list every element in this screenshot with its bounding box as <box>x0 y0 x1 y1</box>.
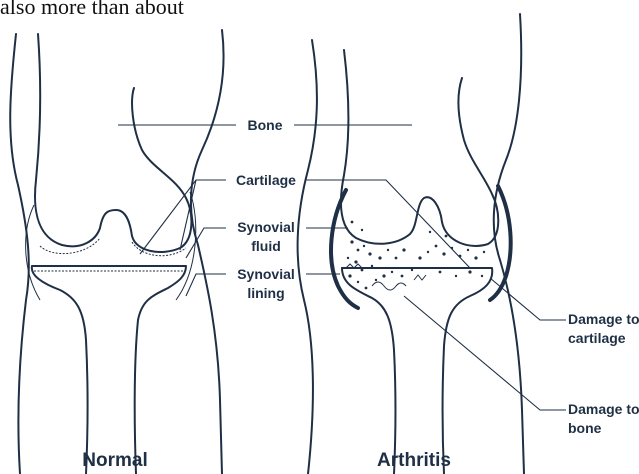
arthritis-synovial-lining-right <box>490 186 511 300</box>
arthritis-synovial-lining-left <box>331 190 358 308</box>
arthritis-femur <box>341 50 498 246</box>
label-synovial-lining-1: Synovial <box>237 266 295 282</box>
labels: Bone Cartilage Synovial fluid Synovial l… <box>236 117 639 436</box>
caption-arthritis: Arthritis <box>377 450 451 471</box>
arthritis-tibia-left <box>342 268 396 474</box>
damage-bone-leader <box>404 296 566 410</box>
label-synovial-lining-2: lining <box>247 285 284 301</box>
cartilage-leader-left <box>140 180 226 254</box>
synovial-fluid-leader-left <box>186 228 226 258</box>
label-damage-cartilage-2: cartilage <box>568 330 626 346</box>
arthritis-debris <box>346 221 485 290</box>
label-synovial-fluid-1: Synovial <box>237 219 295 235</box>
label-synovial-fluid-2: fluid <box>251 238 281 254</box>
caption-normal: Normal <box>82 450 147 471</box>
normal-knee <box>10 30 223 474</box>
label-cartilage: Cartilage <box>236 172 296 188</box>
normal-tibia-left <box>32 266 88 474</box>
arthritis-tibia-right <box>342 268 492 474</box>
label-damage-bone-1: Damage to <box>568 401 639 417</box>
arthritis-knee <box>298 14 524 474</box>
label-damage-bone-2: bone <box>568 420 602 436</box>
normal-femur-cartilage <box>40 238 186 256</box>
normal-tibia <box>32 266 186 474</box>
label-damage-cartilage-1: Damage to <box>568 311 639 327</box>
arthritis-leg-outline-left <box>298 40 317 474</box>
normal-synovial-lining <box>26 192 196 300</box>
label-bone: Bone <box>248 117 283 133</box>
normal-femur <box>35 34 191 252</box>
normal-leg-outline-right <box>191 30 224 474</box>
